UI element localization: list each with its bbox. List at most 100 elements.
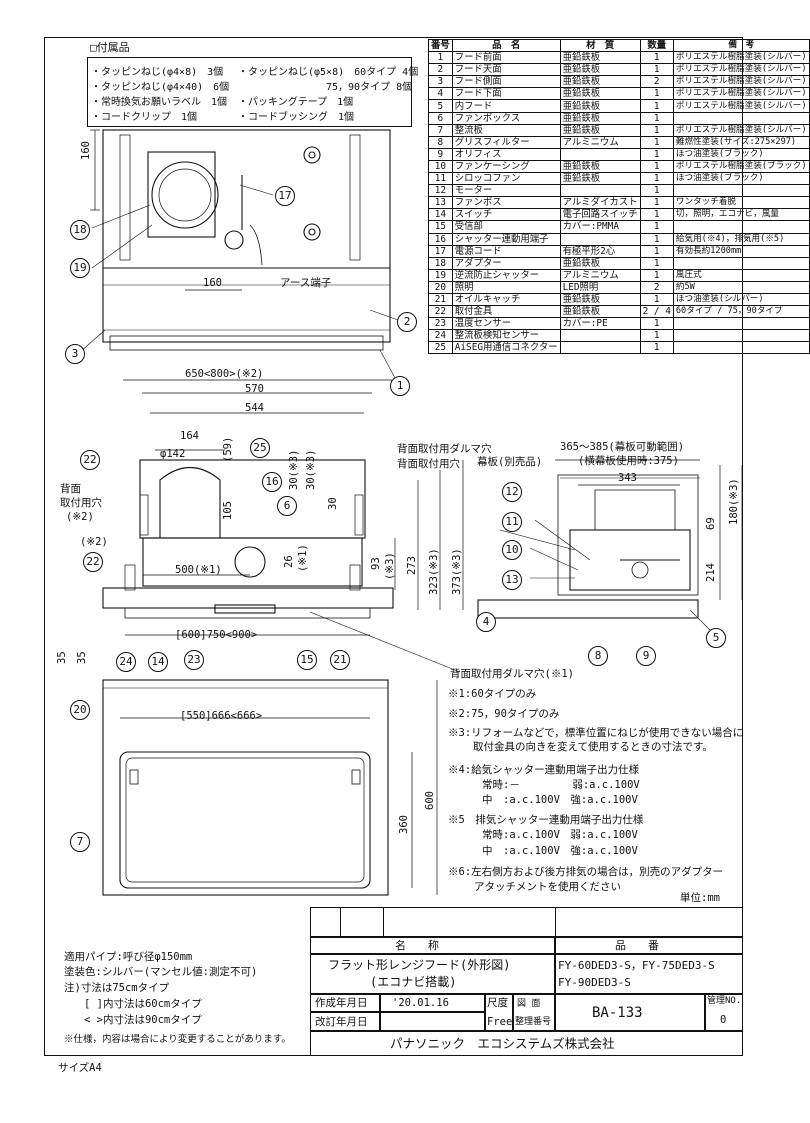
title-model-2: FY-90DED3-S — [558, 976, 631, 989]
callout-8: 8 — [588, 646, 608, 666]
dim-160-horizontal: 160 — [203, 277, 222, 289]
size-label: サイズA4 — [58, 1062, 102, 1074]
callout-10: 10 — [502, 540, 522, 560]
drawing-label-1: 図 面 — [517, 999, 541, 1009]
note-6-cont: アタッチメントを使用ください — [474, 881, 621, 893]
revised-label-cell — [310, 1012, 380, 1031]
callout-23: 23 — [184, 650, 204, 670]
label-daruma-note-1: 背面取付用ダルマ穴(※1) — [450, 668, 574, 680]
drawing-no-cell — [555, 994, 705, 1031]
side-view-outline — [557, 474, 699, 596]
company-name: パナソニック エコシステムズ株式会社 — [390, 1036, 615, 1051]
mgmt-cell — [705, 994, 743, 1031]
unit-label: 単位:mm — [680, 892, 720, 904]
callout-3: 3 — [65, 344, 85, 364]
callout-13: 13 — [502, 570, 522, 590]
callout-21: 21 — [330, 650, 350, 670]
title-block-cell-a — [340, 907, 384, 937]
revised-label: 改訂年月日 — [315, 1016, 368, 1028]
title-model-1: FY-60DED3-S，FY-75DED3-S — [558, 959, 715, 972]
title-model-label: 品 番 — [615, 939, 659, 952]
dim-105: 105 — [222, 501, 234, 520]
title-name-2: (エコナビ搭載) — [370, 975, 457, 989]
note-5: ※5 排気シャッター連動用端子出力仕様 — [448, 814, 644, 826]
accessories-box: ・タッピンねじ(φ4×8) 3個 ・タッピンねじ(φ5×8) 60タイプ 4個 … — [87, 57, 418, 127]
top-view-outline — [102, 129, 391, 343]
title-name-1: フラット形レンジフード(外形図) — [328, 958, 511, 972]
note-4: ※4:給気シャッター連動用端子出力仕様 — [448, 764, 640, 776]
accessories-heading: □付属品 — [90, 41, 130, 54]
drawing-number: BA-133 — [592, 1005, 643, 1021]
dim-650: 650<800>(※2) — [185, 368, 264, 380]
note-5-line-2: 中 :a.c.100V 強:a.c.100V — [482, 845, 638, 857]
title-block-cell-b — [555, 907, 743, 937]
dim-550-666: [550]666<666> — [180, 710, 263, 722]
callout-20: 20 — [70, 700, 90, 720]
dim-93: 93 — [370, 557, 382, 570]
callout-22-top: 22 — [80, 450, 100, 470]
dim-500: 500(※1) — [175, 564, 222, 576]
callout-17: 17 — [275, 186, 295, 206]
label-back-hole: 背面取付用穴 — [397, 458, 460, 470]
label-back-left-3: (※2) — [66, 511, 94, 523]
dim-30-b: 30(※3) — [305, 449, 317, 490]
parts-cell-qty: 1 — [639, 268, 674, 282]
callout-5: 5 — [706, 628, 726, 648]
created-label: 作成年月日 — [315, 997, 368, 1009]
dim-26-note: (※1) — [297, 544, 309, 572]
note-4-line-2: 中 :a.c.100V 強:a.c.100V — [482, 794, 638, 806]
parts-cell-note — [672, 341, 810, 355]
dim-544: 544 — [245, 402, 264, 414]
callout-22-bottom: 22 — [83, 552, 103, 572]
parts-cell-qty: 1 — [639, 341, 674, 355]
mgmt-value: 0 — [720, 1014, 727, 1026]
dim-69: 69 — [705, 517, 717, 530]
title-name-label: 名 称 — [395, 939, 439, 952]
footer-note-60: [ ]内寸法は60cmタイプ — [84, 998, 202, 1010]
dim-164: 164 — [180, 430, 199, 442]
drawing-svg — [79, 129, 743, 896]
callout-18: 18 — [70, 220, 90, 240]
top-duct-box — [147, 151, 216, 238]
scale-label: 尺度 — [487, 997, 508, 1009]
title-block-model-hdr — [555, 937, 743, 954]
dim-26: 26 — [283, 555, 295, 568]
drawing-label-cell — [513, 994, 555, 1031]
callout-11: 11 — [502, 512, 522, 532]
dim-323: 323(※3) — [428, 548, 440, 595]
side-range-label-2: (横幕板使用時:375) — [578, 455, 679, 467]
note-4-line-1: 常時:－ 弱:a.c.100V — [482, 779, 640, 791]
parts-cell-name: AiSEG用通信コネクター — [451, 341, 561, 355]
callout-6: 6 — [277, 496, 297, 516]
dim-35-b: 35 — [76, 651, 88, 664]
acc-row-1-left: ・タッピンねじ(φ4×8) 3個 — [91, 67, 224, 78]
label-back-daruma-hole: 背面取付用ダルマ穴 — [397, 443, 492, 455]
footer-note-75: 注)寸法は75cmタイプ — [64, 982, 170, 994]
bottom-rectifier — [119, 751, 371, 889]
drawing-label-2: 整理番号 — [515, 1017, 552, 1027]
side-range-label: 365～385(幕板可動範囲) — [560, 441, 685, 453]
dim-30-a: 30(※3) — [288, 449, 300, 490]
callout-14: 14 — [148, 652, 168, 672]
note-3-cont: 取付金具の向きを変えて使用するときの寸法です。 — [473, 741, 713, 753]
dim-273: 273 — [406, 556, 418, 575]
callout-24: 24 — [116, 652, 136, 672]
created-label-cell — [310, 994, 380, 1012]
callout-25: 25 — [250, 438, 270, 458]
footer-disclaimer: ※仕様，内容は場合により変更することがあります。 — [64, 1034, 291, 1045]
callout-16: 16 — [262, 472, 282, 492]
callout-12: 12 — [502, 482, 522, 502]
title-block-name-hdr — [310, 937, 555, 954]
label-note-2: (※2) — [80, 536, 108, 548]
callout-19: 19 — [70, 258, 90, 278]
dim-360: 360 — [398, 815, 410, 834]
makuita-label: 幕板(別売品) — [477, 456, 543, 468]
